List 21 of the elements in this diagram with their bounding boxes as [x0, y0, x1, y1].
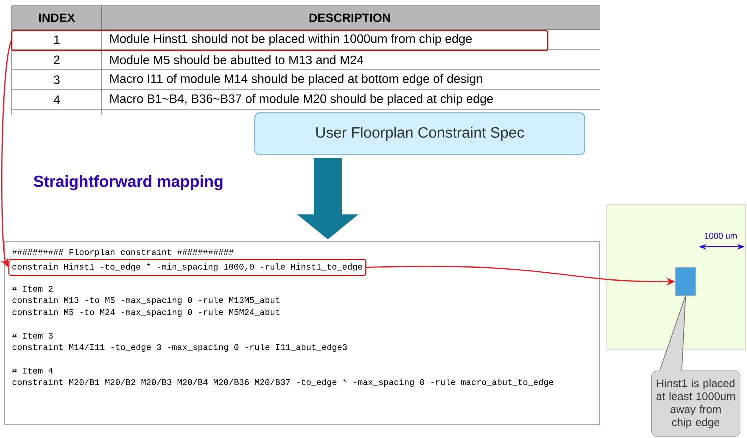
code-line: # Item 2 — [12, 286, 53, 292]
code-line: constrain M5 -to M24 -max_spacing 0 -rule M5M24_abut — [12, 309, 280, 317]
highlight-box: 1 Module Hinst1 should not be placed within 1000um from chip edge — [12, 30, 548, 52]
table-header: INDEX DESCRIPTION — [12, 6, 600, 30]
index-cell: 4 — [54, 96, 60, 104]
code-line: constrain M13 -to M5 -max_spacing 0 -rule M13M5_abut — [12, 297, 280, 305]
code-line: ########## Floorplan constraint ########### — [12, 249, 234, 257]
instance-block — [676, 268, 696, 296]
code-line: constraint M14/I11 -to_edge 3 -max_spacing 0 -rule I11_abut_edge3 — [12, 344, 348, 352]
code-line: # Item 4 — [12, 368, 54, 374]
description-cell: Macro B1~B4, B36~B37 of module M20 should be placed at chip edge — [110, 94, 494, 106]
index-cell: 3 — [54, 76, 60, 84]
highlight-box: constrain Hinst1 -to_edge * -min_spacing 1000,0 -rule Hinst1_to_edge — [8, 259, 367, 276]
code-line: constraint M20/B1 M20/B2 M20/B3 M20/B4 M20/B36 M20/B37 -to_edge * -max_spacing 0 -rule macro_abut_to_edge — [12, 378, 554, 387]
mapping-label: Straightforward mapping — [34, 176, 223, 190]
description-cell: Macro I11 of module M14 should be placed at bottom edge of design — [110, 74, 482, 86]
code-line: # Item 3 — [12, 333, 53, 339]
callout-box: Hinst1 is placed at least 1000um away from chip edge — [651, 296, 741, 438]
dimension-label: 1000 um — [705, 233, 737, 239]
chip-area — [606, 204, 746, 350]
spec-box: User Floorplan Constraint Spec — [254, 112, 586, 156]
